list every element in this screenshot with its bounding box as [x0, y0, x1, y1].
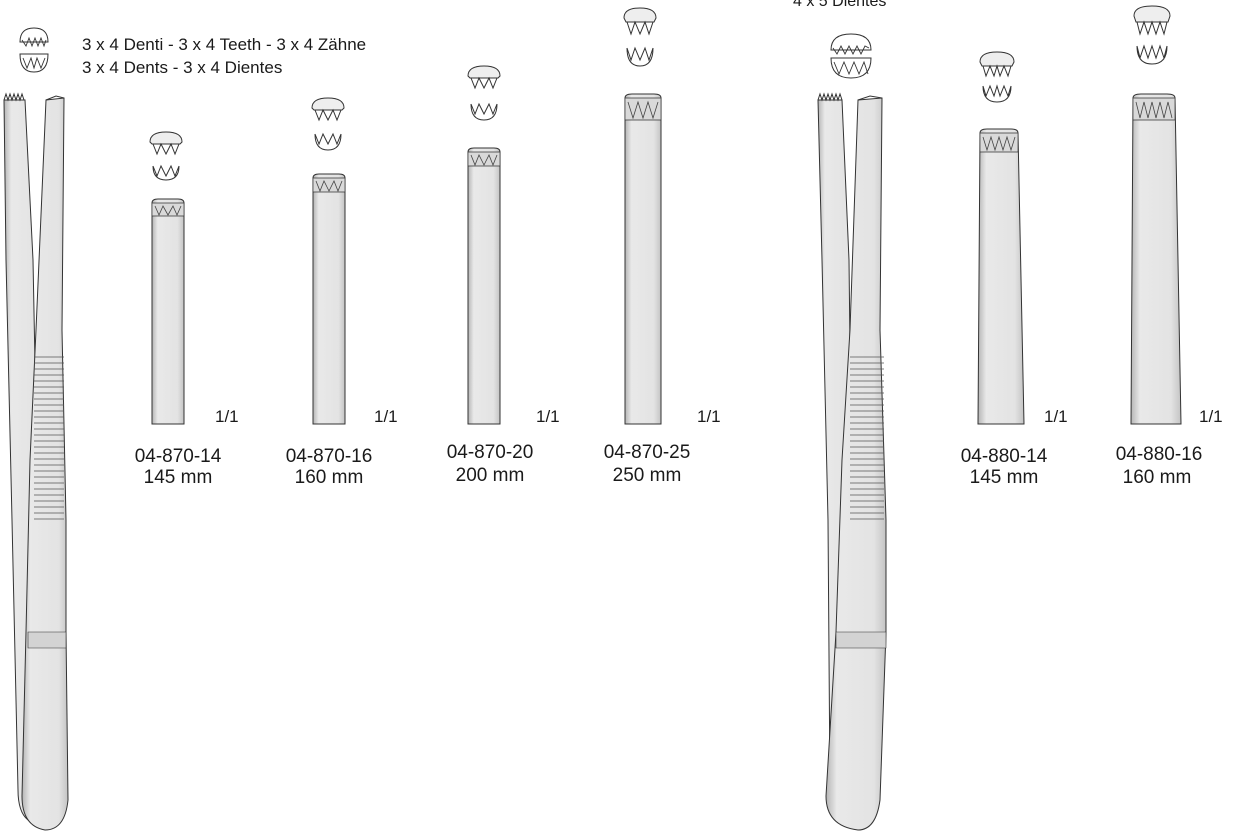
teeth-bottom-view-icon — [19, 53, 49, 73]
product-code: 04-870-16 — [286, 446, 373, 467]
teeth-top-view-icon — [830, 33, 872, 56]
product-04-880-14: 1/1 04-880-14 145 mm — [961, 51, 1068, 488]
teeth-detail-icon — [149, 131, 183, 181]
product-code: 04-880-16 — [1116, 444, 1203, 465]
teeth-top-view-icon — [19, 27, 49, 48]
scale-label: 1/1 — [1199, 407, 1223, 426]
legend-left-line2: 3 x 4 Dents - 3 x 4 Dientes — [82, 58, 282, 77]
product-04-880-16: 1/1 04-880-16 160 mm — [1116, 5, 1223, 488]
teeth-detail-icon — [623, 7, 657, 67]
teeth-detail-icon — [311, 97, 345, 151]
scale-label: 1/1 — [536, 407, 560, 426]
scale-label: 1/1 — [697, 407, 721, 426]
teeth-bottom-view-icon — [830, 57, 872, 79]
product-length: 160 mm — [295, 467, 364, 488]
teeth-detail-icon — [979, 51, 1015, 103]
product-length: 145 mm — [970, 467, 1039, 488]
product-code: 04-870-14 — [135, 446, 222, 467]
teeth-detail-icon — [467, 65, 501, 121]
product-length: 160 mm — [1123, 467, 1192, 488]
product-04-870-25: 1/1 04-870-25 250 mm — [604, 7, 721, 486]
teeth-detail-icon — [1133, 5, 1171, 65]
grip-serration — [850, 356, 884, 520]
product-04-870-16: 1/1 04-870-16 160 mm — [286, 97, 398, 488]
scale-label: 1/1 — [215, 407, 239, 426]
scale-label: 1/1 — [374, 407, 398, 426]
legend-right-line1: 4 x 5 Dientes — [793, 0, 886, 10]
product-code: 04-870-25 — [604, 442, 691, 463]
product-length: 145 mm — [144, 467, 213, 488]
product-length: 250 mm — [613, 465, 682, 486]
forceps-full-view-right — [817, 92, 887, 831]
legend-left-line1: 3 x 4 Denti - 3 x 4 Teeth - 3 x 4 Zähne — [82, 35, 366, 54]
product-code: 04-880-14 — [961, 446, 1048, 467]
product-04-870-20: 1/1 04-870-20 200 mm — [447, 65, 560, 486]
product-04-870-14: 1/1 04-870-14 145 mm — [135, 131, 239, 488]
forceps-full-view-left — [3, 92, 69, 831]
product-code: 04-870-20 — [447, 442, 534, 463]
legend-right: 4 x 5 Dientes — [793, 0, 886, 79]
legend-left: 3 x 4 Denti - 3 x 4 Teeth - 3 x 4 Zähne … — [19, 27, 366, 77]
product-length: 200 mm — [456, 465, 525, 486]
grip-serration — [34, 356, 64, 520]
scale-label: 1/1 — [1044, 407, 1068, 426]
